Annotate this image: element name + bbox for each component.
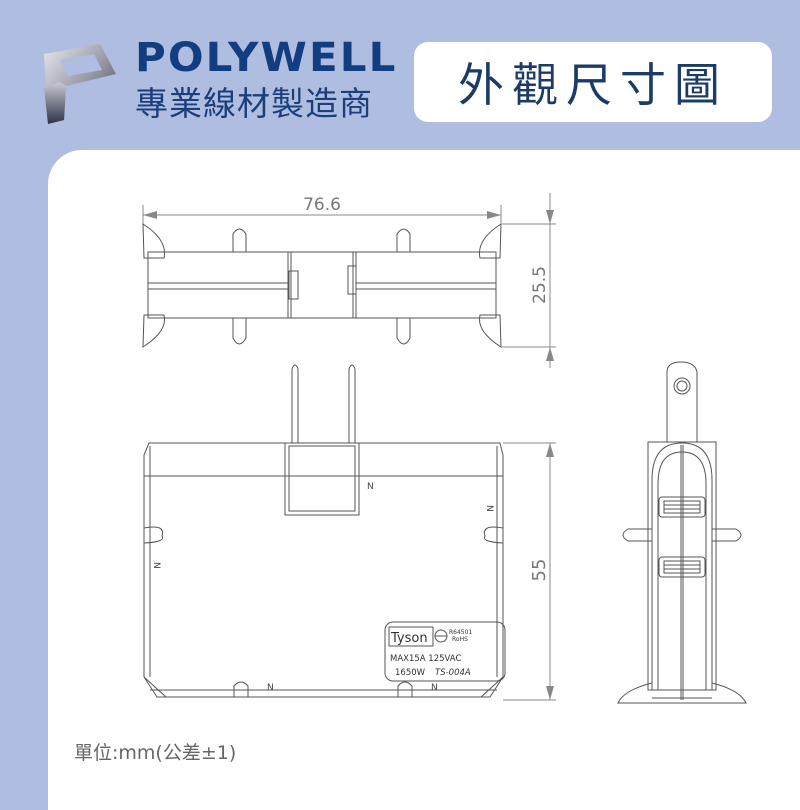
orientation-mark: N [431, 683, 438, 693]
plate-power: 1650W [395, 668, 426, 678]
front-view [143, 350, 556, 701]
plate-brand: Tyson [390, 631, 428, 646]
page-title: 外觀尺寸圖 [458, 58, 728, 112]
plate-model: TS-004A [435, 668, 471, 678]
title-badge: 外觀尺寸圖 [414, 42, 772, 122]
drawing-panel [48, 150, 800, 810]
depth-dimension-label: 25.5 [530, 266, 550, 304]
brand-name: POLYWELL [135, 35, 398, 81]
unit-tolerance-note: 單位:mm(公差±1) [74, 742, 237, 764]
width-dimension-label: 76.6 [303, 195, 341, 215]
orientation-mark: N [484, 505, 494, 512]
side-view [617, 361, 747, 704]
plate-rohs: RoHS [452, 636, 468, 643]
orientation-mark: N [367, 482, 374, 492]
height-dimension-label: 55 [529, 559, 550, 582]
brand-tagline: 專業線材製造商 [135, 84, 373, 123]
top-view [142, 193, 556, 365]
polywell-logo-icon [44, 44, 116, 124]
plate-rating: MAX15A 125VAC [390, 654, 461, 664]
orientation-mark: N [151, 562, 161, 569]
plate-cert: R64501 [449, 629, 472, 636]
orientation-mark: N [267, 683, 274, 693]
